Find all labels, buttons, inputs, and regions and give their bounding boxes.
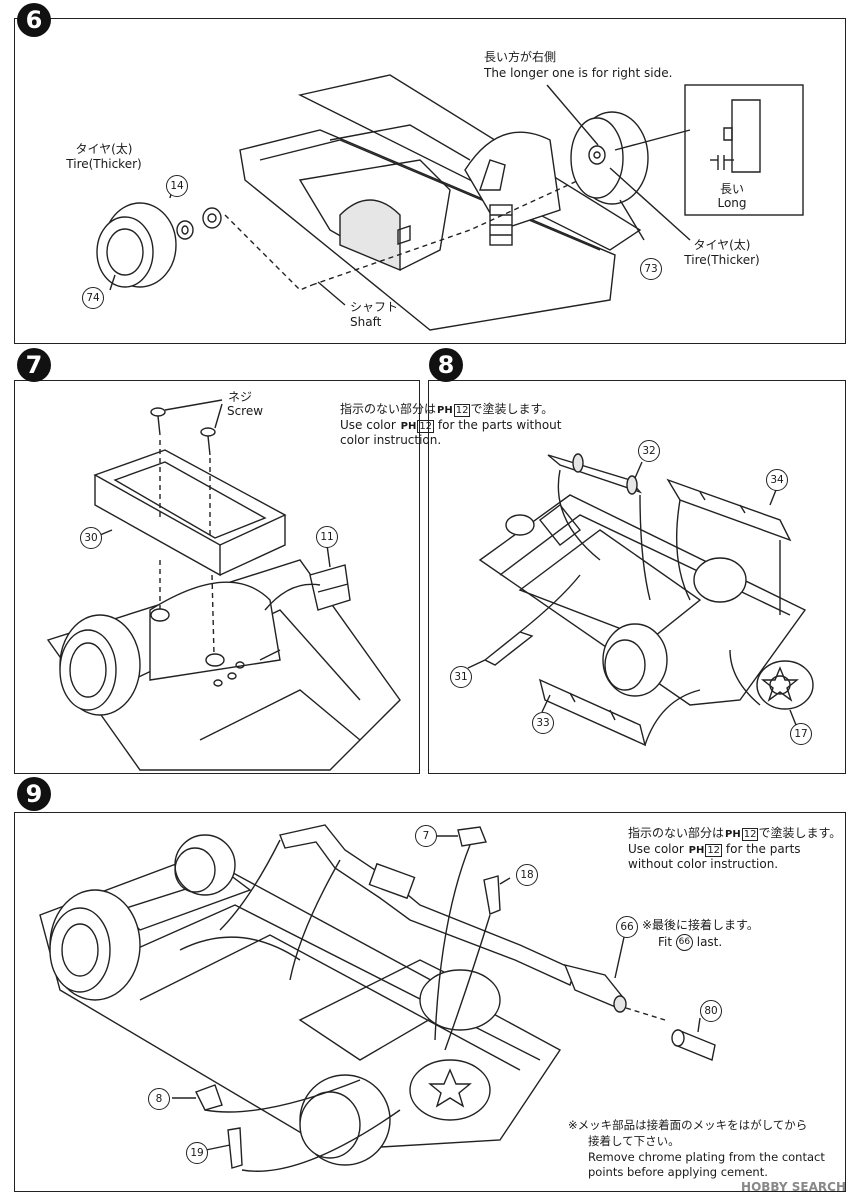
step-8-color-code-en: PH: [400, 421, 417, 432]
part-73-callout: 73: [640, 258, 662, 280]
tire-right-label-en: Tire(Thicker): [684, 253, 760, 267]
fit-last-post: last.: [696, 935, 723, 949]
long-label-en: Long: [717, 196, 747, 210]
step-9-number: 9: [17, 777, 51, 811]
chrome-note-en-1: Remove chrome plating from the contact: [588, 1150, 825, 1164]
step-9-color-note-en-line2: without color instruction.: [628, 857, 779, 871]
part-8-callout: 8: [148, 1088, 170, 1110]
part-7-callout: 7: [415, 825, 437, 847]
step-8-note-en-pre: Use color: [340, 418, 396, 432]
chrome-note-jp-1: ※メッキ部品は接着面のメッキをはがしてから: [568, 1118, 808, 1132]
watermark: HOBBY SEARCH: [741, 1180, 846, 1194]
step-9-color-number-en: 12: [705, 844, 723, 857]
step-9-color-code-en: PH: [688, 845, 705, 856]
step-8-color-number: 12: [453, 404, 471, 417]
long-label-jp: 長い: [719, 182, 744, 196]
step-8-color-note-en-line2: color instruction.: [340, 433, 442, 447]
shaft-label-jp: シャフト: [350, 300, 399, 314]
fit-last-note-en: Fit 66 last.: [658, 934, 722, 951]
fit-last-pre: Fit: [658, 935, 673, 949]
part-14-callout: 14: [166, 175, 188, 197]
step-8-note-jp-post: で塗装します。: [470, 402, 554, 416]
step-9-note-jp-post: で塗装します。: [758, 826, 842, 840]
step-9-note-en-pre: Use color: [628, 842, 684, 856]
part-74-callout: 74: [82, 287, 104, 309]
step-8-color-code: PH: [437, 405, 453, 416]
part-66-callout: 66: [616, 916, 638, 938]
part-19-callout: 19: [186, 1142, 208, 1164]
tire-right-label-jp: タイヤ(太): [693, 238, 751, 252]
step-8-number: 8: [429, 348, 463, 382]
part-31-callout: 31: [450, 666, 472, 688]
step-7-number: 7: [17, 348, 51, 382]
chrome-note-jp-2: 接着して下さい。: [588, 1134, 680, 1148]
part-34-callout: 34: [766, 469, 788, 491]
step-9-color-number: 12: [741, 828, 759, 841]
right-side-note-en: The longer one is for right side.: [484, 66, 673, 80]
part-33-callout: 33: [532, 712, 554, 734]
chrome-note-en-2: points before applying cement.: [588, 1165, 768, 1179]
screw-label-en: Screw: [226, 404, 264, 418]
step-9-note-en-post: for the parts: [725, 842, 801, 856]
step-8-note-jp-pre: 指示のない部分は: [340, 402, 437, 416]
tire-left-label-jp: タイヤ(太): [75, 142, 133, 156]
step-8-note-en-post: for the parts without: [437, 418, 562, 432]
part-32-callout: 32: [638, 440, 660, 462]
part-80-callout: 80: [700, 1000, 722, 1022]
step-9-note-jp-pre: 指示のない部分は: [628, 826, 725, 840]
step-8-color-number-en: 12: [417, 420, 435, 433]
part-30-callout: 30: [80, 527, 102, 549]
tire-left-label-en: Tire(Thicker): [66, 157, 142, 171]
shaft-label-en: Shaft: [350, 315, 382, 329]
part-18-callout: 18: [516, 864, 538, 886]
fit-last-part-number: 66: [675, 934, 693, 951]
step-6-number: 6: [17, 3, 51, 37]
fit-last-note-jp: ※最後に接着します。: [642, 918, 759, 932]
screw-label-jp: ネジ: [227, 390, 252, 404]
part-11-callout: 11: [316, 526, 338, 548]
right-side-note-jp: 長い方が右側: [484, 50, 557, 64]
step-9-color-code: PH: [725, 829, 741, 840]
part-17-callout: 17: [790, 723, 812, 745]
